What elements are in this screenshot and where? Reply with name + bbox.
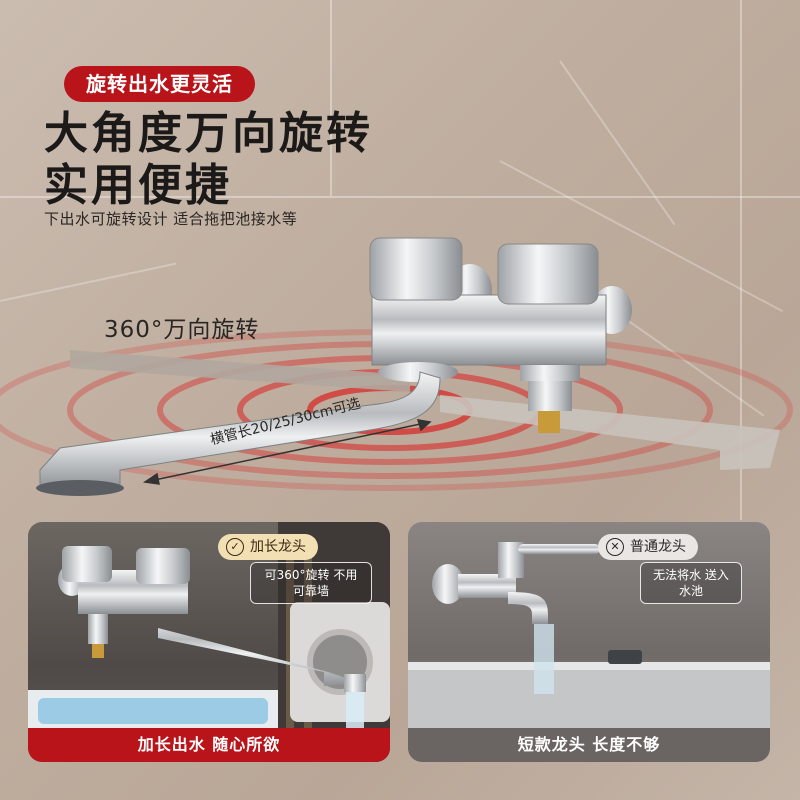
tag-extended-label: 加长龙头: [250, 539, 306, 555]
tag-extended: ✓ 加长龙头: [218, 534, 318, 560]
subtitle: 下出水可旋转设计 适合拖把池接水等: [44, 210, 298, 228]
headline-line-2: 实用便捷: [44, 160, 232, 211]
extended-faucet-photo: [28, 522, 390, 762]
headline-line-1: 大角度万向旋转: [44, 108, 373, 159]
caption-regular: 短款龙头 长度不够: [408, 728, 770, 762]
headline: 大角度万向旋转 实用便捷: [44, 108, 373, 212]
tag-regular: ✕ 普通龙头: [598, 534, 698, 560]
caption-extended: 加长出水 随心所欲: [28, 728, 390, 762]
x-circle-icon: ✕: [606, 538, 624, 556]
check-circle-icon: ✓: [226, 538, 244, 556]
comparison-panel-extended: ✓ 加长龙头 可360°旋转 不用可靠墙 加长出水 随心所欲: [28, 522, 390, 762]
faucet-hero-illustration: [0, 237, 793, 496]
length-arrow: [142, 419, 432, 485]
tag-regular-label: 普通龙头: [630, 539, 686, 555]
regular-faucet-photo: [408, 542, 770, 732]
note-extended: 可360°旋转 不用可靠墙: [250, 562, 372, 604]
feature-badge: 旋转出水更灵活: [64, 66, 255, 102]
comparison-panel-regular: ✕ 普通龙头 无法将水 送入水池 短款龙头 长度不够: [408, 522, 770, 762]
rotation-label: 360°万向旋转: [104, 317, 260, 343]
note-regular: 无法将水 送入水池: [640, 562, 742, 604]
